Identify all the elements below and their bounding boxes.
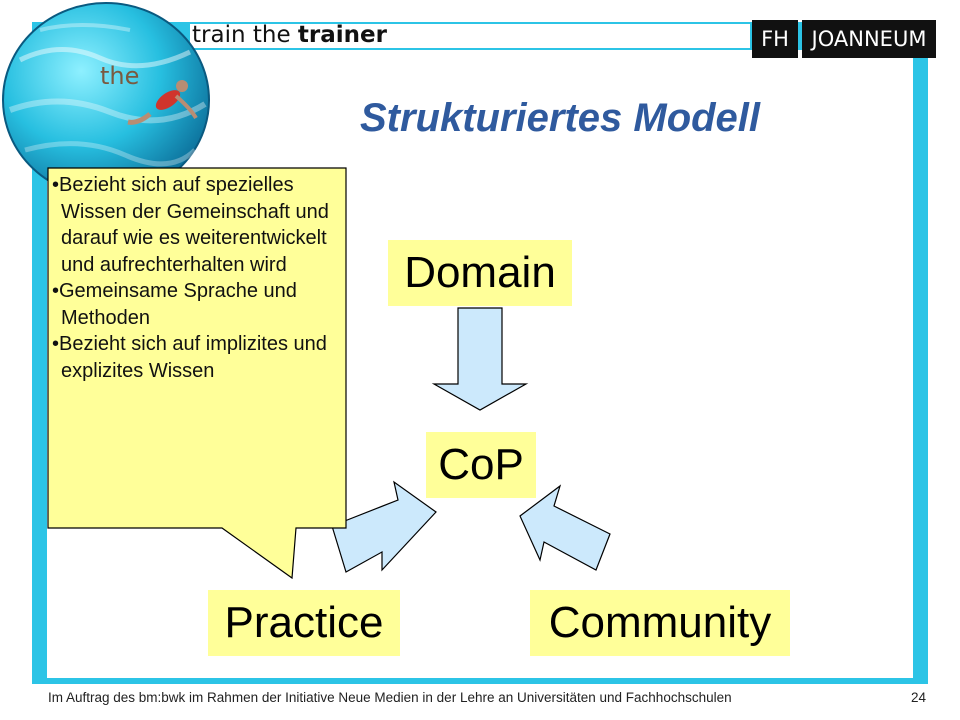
globe-text: the bbox=[100, 62, 139, 90]
slide-title: Strukturiertes Modell bbox=[359, 96, 761, 140]
callout-text: •Bezieht sich auf spezielles Wissen der … bbox=[52, 172, 344, 384]
arrow-community-to-cop bbox=[519, 484, 611, 571]
header-word-the: the bbox=[252, 22, 291, 48]
header-word-train: train bbox=[192, 22, 246, 48]
page-number: 24 bbox=[910, 690, 926, 705]
domain-label: Domain bbox=[388, 240, 572, 306]
arrow-domain-to-cop bbox=[431, 307, 529, 411]
callout-item: •Gemeinsame Sprache und Methoden bbox=[52, 280, 297, 329]
swimmer-figure bbox=[127, 80, 198, 125]
community-label: Community bbox=[530, 590, 790, 656]
cop-label: CoP bbox=[426, 432, 536, 498]
logo-joanneum: JOANNEUM bbox=[802, 20, 936, 58]
callout-item: •Bezieht sich auf implizites und explizi… bbox=[52, 333, 327, 382]
logo-fh: FH bbox=[752, 20, 798, 58]
footer-text: Im Auftrag des bm:bwk im Rahmen der Init… bbox=[48, 690, 732, 705]
callout-item: •Bezieht sich auf spezielles Wissen der … bbox=[52, 174, 329, 276]
header-bar bbox=[190, 24, 750, 48]
arrow-practice-to-cop bbox=[331, 480, 437, 573]
practice-label: Practice bbox=[208, 590, 400, 656]
header-train-the-trainer: train the trainer bbox=[192, 22, 387, 48]
globe-swimmer-image: the bbox=[2, 2, 210, 198]
header-word-trainer: trainer bbox=[297, 22, 387, 48]
